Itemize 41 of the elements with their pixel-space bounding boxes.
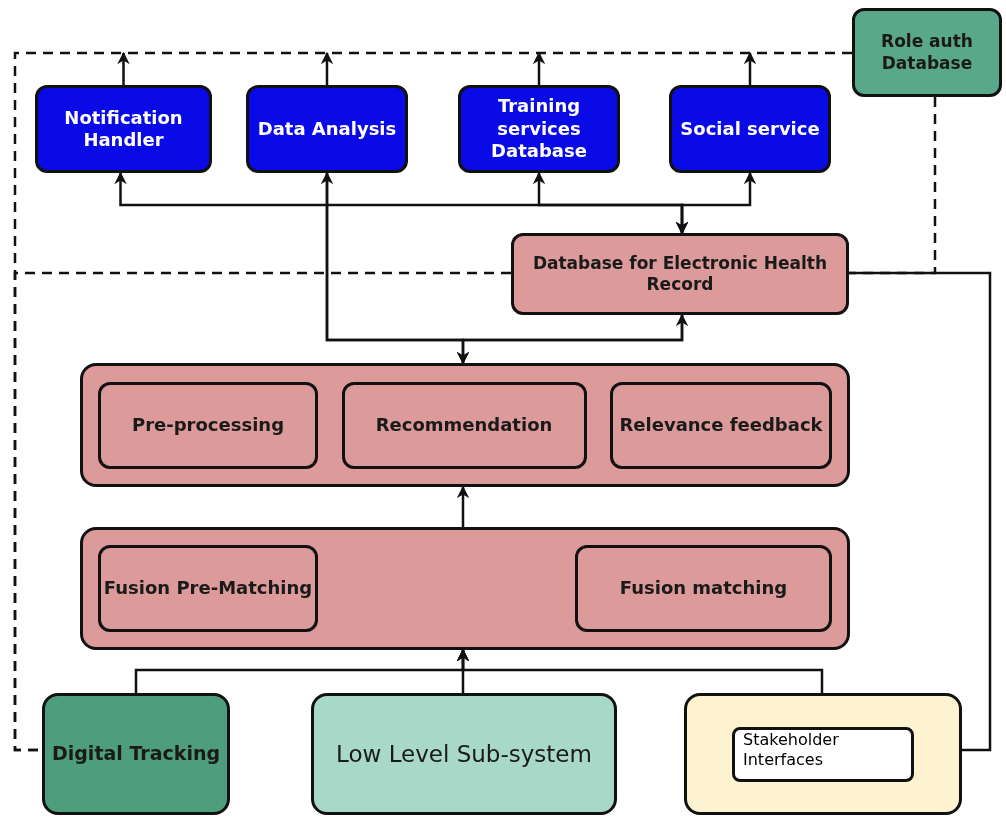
module-panel (80, 363, 850, 487)
process-box (98, 381, 318, 469)
module-panel (80, 527, 850, 650)
node-label: Low Level Sub-system (336, 739, 592, 769)
node-label: Database for Electronic Health Record (531, 252, 829, 296)
node-label: Stakeholder Interfaces (743, 729, 840, 770)
process-box (575, 545, 832, 632)
node-label: Pre-processing (131, 413, 285, 437)
arrow (456, 485, 470, 527)
process-box (610, 381, 832, 469)
dashed-connector (13, 271, 511, 752)
service-box (35, 85, 212, 173)
subsystem-box (311, 693, 617, 815)
arrow (320, 51, 334, 85)
database-box (511, 233, 849, 315)
node-label: Training services Database (490, 95, 588, 163)
node-label: Recommendation (375, 413, 553, 437)
interface-panel (684, 693, 962, 815)
arrow (675, 171, 757, 235)
arrow (117, 51, 130, 85)
process-box (341, 381, 587, 469)
node-label: Notification Handler (63, 106, 184, 152)
arrow (456, 315, 684, 365)
service-box (246, 85, 408, 173)
arrow (743, 51, 757, 85)
node-label: Fusion matching (619, 577, 788, 600)
service-box (669, 85, 831, 173)
arrow (532, 51, 546, 85)
node-label: Relevance feedback (619, 413, 823, 437)
node-label: Social service (680, 117, 820, 141)
database-box (852, 8, 1002, 97)
interface-box (732, 726, 914, 782)
node-label: Fusion Pre-Matching (103, 577, 313, 600)
process-box (98, 545, 318, 632)
dashed-connector (849, 97, 937, 275)
service-box (458, 85, 620, 173)
node-label: Digital Tracking (52, 742, 220, 766)
arrow (456, 648, 824, 693)
node-label: Data Analysis (257, 117, 397, 141)
input-box (42, 693, 230, 815)
node-label: Role auth Database (880, 31, 974, 74)
